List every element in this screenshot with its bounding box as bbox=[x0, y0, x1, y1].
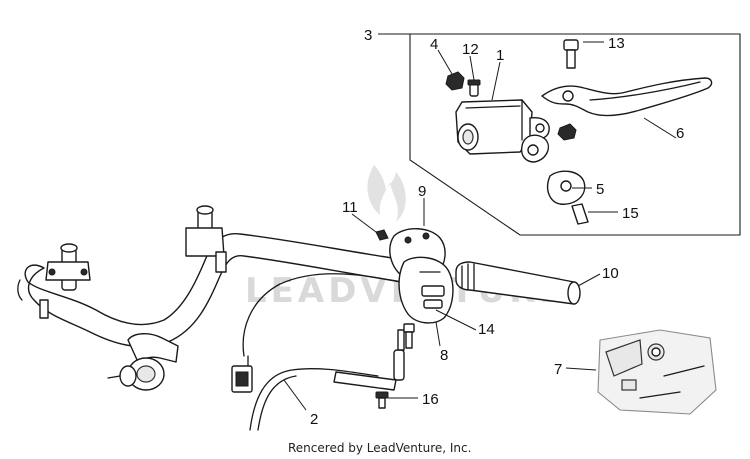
credit-line: Rencered by LeadVenture, Inc. bbox=[288, 441, 471, 455]
lever-nut bbox=[557, 123, 577, 141]
clamp-lower bbox=[546, 170, 586, 205]
reference-inset bbox=[597, 329, 717, 415]
callout-7: 7 bbox=[554, 361, 562, 378]
callout-3: 3 bbox=[364, 27, 372, 44]
switch-housing bbox=[389, 228, 454, 324]
callout-1: 1 bbox=[496, 47, 504, 64]
bar-riser-right bbox=[185, 205, 227, 273]
callouts: 3 4 12 1 13 6 5 15 11 9 10 14 8 7 2 16 bbox=[310, 27, 684, 428]
nut bbox=[445, 71, 465, 91]
callout-14: 14 bbox=[478, 321, 495, 338]
mount-bracket bbox=[107, 333, 179, 391]
pivot-bolt bbox=[563, 39, 579, 69]
callout-2: 2 bbox=[310, 411, 318, 428]
callout-11: 11 bbox=[342, 199, 358, 216]
callout-12: 12 bbox=[462, 41, 479, 58]
callout-5: 5 bbox=[596, 181, 604, 198]
front-brake-lever bbox=[541, 77, 713, 117]
cable-screw bbox=[375, 391, 389, 409]
throttle-cable bbox=[249, 329, 405, 431]
watermark-flame-icon bbox=[367, 165, 406, 222]
callout-8: 8 bbox=[440, 347, 448, 364]
callout-4: 4 bbox=[430, 36, 438, 53]
leader-lines bbox=[283, 33, 677, 411]
throttle-grip bbox=[455, 261, 581, 305]
callout-9: 9 bbox=[418, 183, 426, 200]
clamp-upper bbox=[520, 134, 550, 163]
callout-16: 16 bbox=[422, 391, 439, 408]
callout-13: 13 bbox=[608, 35, 625, 52]
callout-10: 10 bbox=[602, 265, 619, 282]
master-cylinder-box bbox=[409, 33, 741, 236]
switch-screw bbox=[375, 229, 389, 241]
bar-riser-left bbox=[39, 243, 91, 319]
master-cylinder bbox=[455, 99, 550, 155]
cap-screw bbox=[467, 79, 481, 97]
switch-wiring bbox=[231, 273, 401, 393]
callout-15: 15 bbox=[622, 205, 639, 222]
callout-6: 6 bbox=[676, 125, 684, 142]
clamp-screw bbox=[571, 203, 589, 225]
housing-screw bbox=[403, 323, 415, 349]
